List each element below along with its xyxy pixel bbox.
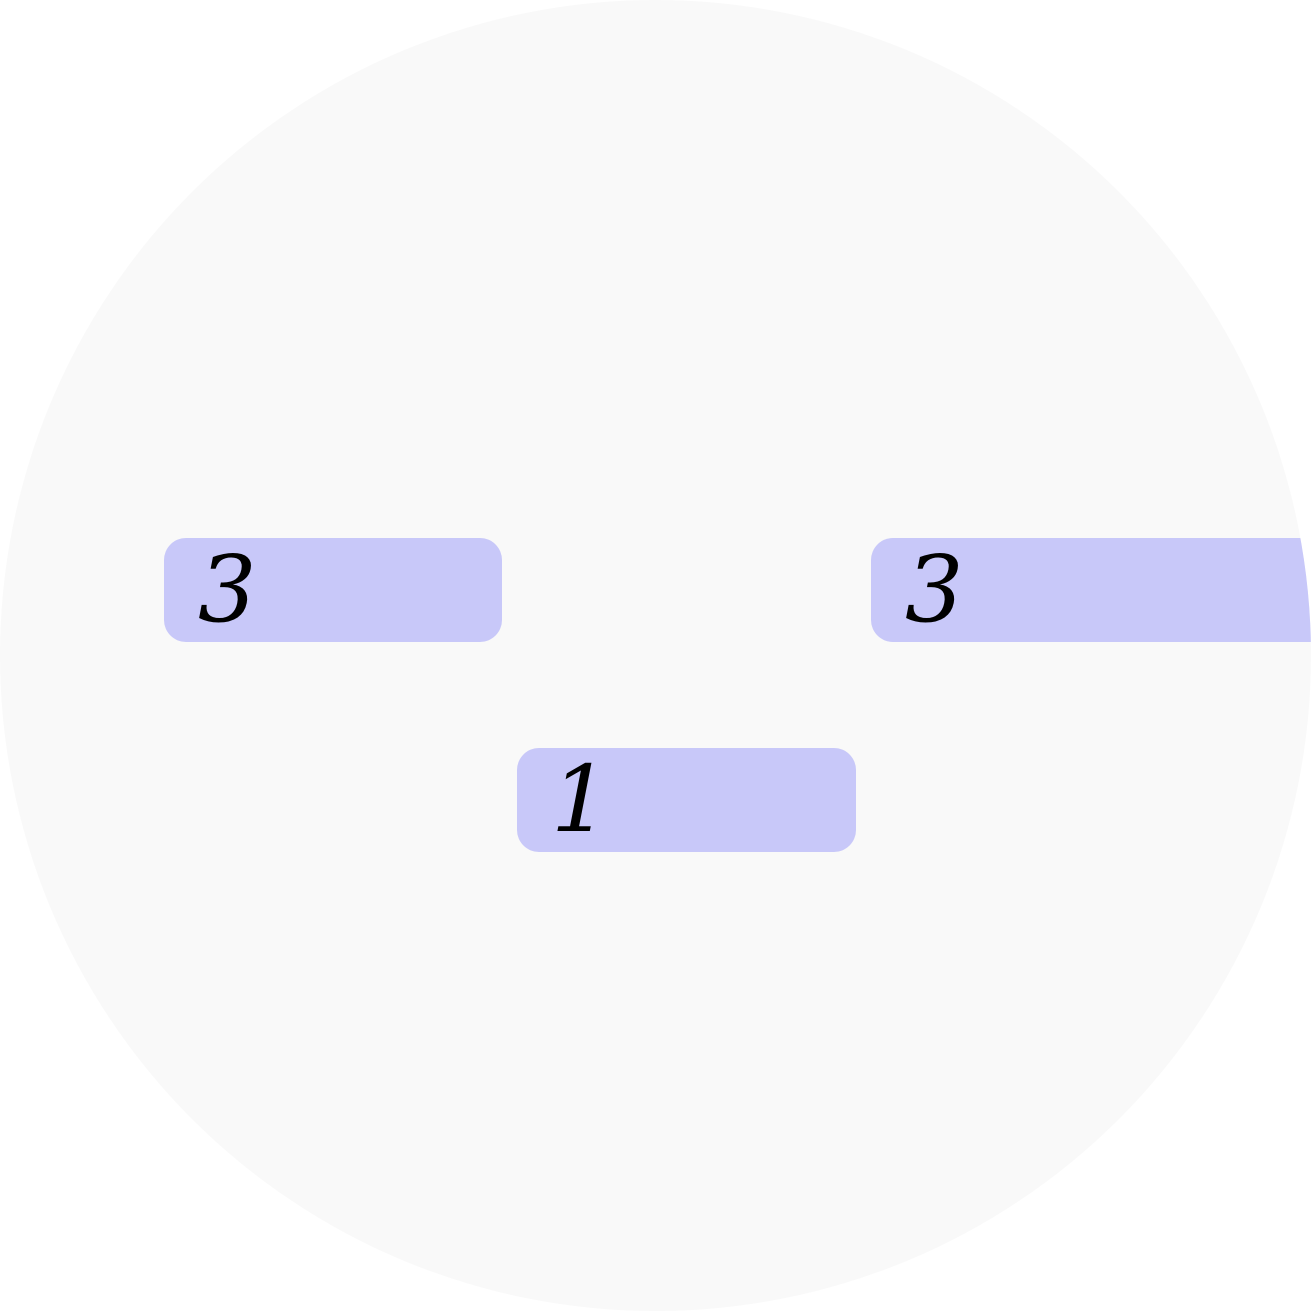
- number-tile-left: 3: [164, 538, 502, 642]
- tile-label: 3: [198, 536, 257, 643]
- number-tile-right: 3: [871, 538, 1311, 642]
- number-tile-bottom: 1: [517, 748, 856, 852]
- tile-label: 3: [905, 536, 964, 643]
- tile-label: 1: [551, 746, 610, 853]
